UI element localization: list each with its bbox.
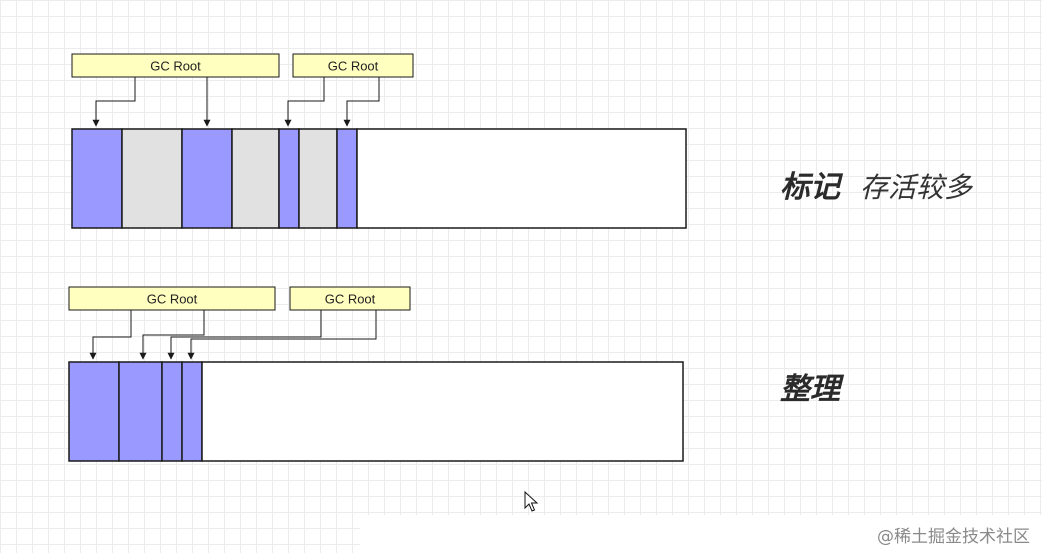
mark-cell-6: [298, 128, 338, 229]
mark-caption: 标记存活较多: [780, 162, 972, 206]
compact-arrow-4: [187, 310, 377, 360]
mark-arrow-4: [343, 77, 380, 127]
compact-cell-3: [161, 361, 183, 462]
compact-gc-root-1: GC Root: [68, 286, 276, 311]
compact-gc-root-2-label: GC Root: [325, 292, 376, 307]
mark-panel: GC Root GC Root: [71, 53, 687, 229]
compact-caption: 整理: [780, 364, 840, 408]
compact-panel: GC Root GC Root: [68, 286, 684, 462]
compact-arrow-3: [167, 310, 322, 360]
mark-cell-7: [336, 128, 358, 229]
mark-cell-8: [356, 128, 687, 229]
compact-arrow-2: [139, 310, 205, 360]
compact-gc-root-2: GC Root: [289, 286, 411, 311]
mark-caption-subtitle: 存活较多: [860, 171, 973, 204]
mark-cell-2: [121, 128, 183, 229]
compact-gc-root-1-label: GC Root: [147, 292, 198, 307]
compact-arrow-1: [89, 310, 132, 360]
mark-cell-4: [231, 128, 280, 229]
mark-arrow-1: [92, 77, 136, 127]
compact-cell-1: [68, 361, 120, 462]
mouse-cursor-icon: [524, 490, 539, 512]
compact-caption-title: 整理: [780, 372, 840, 407]
mark-heap-bar: [71, 128, 687, 229]
mark-caption-title: 标记: [780, 170, 840, 205]
mark-gc-root-1-label: GC Root: [150, 59, 201, 74]
mark-arrow-3: [284, 77, 325, 127]
mark-cell-5: [278, 128, 300, 229]
compact-heap-bar: [68, 361, 684, 462]
mark-gc-root-2-label: GC Root: [328, 59, 379, 74]
mark-cell-3: [181, 128, 233, 229]
mark-cell-1: [71, 128, 123, 229]
mark-gc-root-1: GC Root: [71, 53, 280, 78]
bottom-white-strip: [360, 515, 1042, 553]
compact-cell-5: [201, 361, 684, 462]
compact-cell-4: [181, 361, 203, 462]
watermark-label: @稀土掘金技术社区: [877, 527, 1030, 547]
compact-cell-2: [118, 361, 163, 462]
mark-gc-root-2: GC Root: [292, 53, 414, 78]
